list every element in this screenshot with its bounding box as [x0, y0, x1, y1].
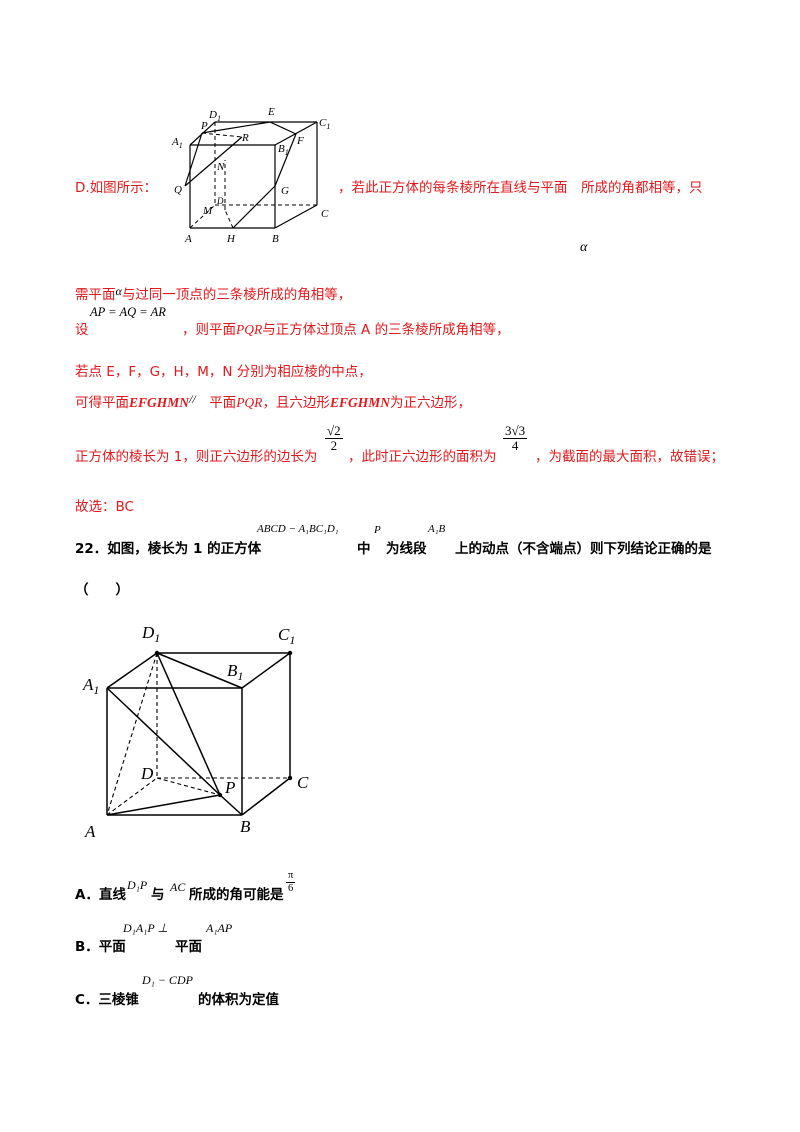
point-d1	[154, 650, 160, 656]
label-e: E	[267, 106, 275, 118]
label-c: C	[297, 773, 309, 792]
q22-mid: 中	[357, 541, 371, 557]
label-a1: A1	[82, 675, 99, 697]
label-g: G	[281, 185, 289, 197]
label-b1: B1	[227, 661, 243, 683]
option-c-f1: D₁ − CDP	[142, 973, 193, 987]
option-b: B．平面	[75, 939, 126, 955]
segment-pb	[219, 794, 243, 816]
label-m: M	[202, 205, 213, 217]
alpha-symbol: α	[580, 240, 588, 255]
option-a: A．直线	[75, 887, 126, 903]
label-c: C	[321, 208, 329, 220]
formula-ap-aq-ar: AP = AQ = AR	[90, 305, 166, 319]
hex-g-h	[232, 185, 276, 229]
label-h: H	[226, 233, 236, 245]
q22-tail: 上的动点（不含端点）则下列结论正确的是	[455, 541, 712, 557]
segment-ap	[106, 794, 221, 816]
hex-f-g	[274, 133, 297, 187]
point-p	[217, 792, 223, 798]
label-q: Q	[174, 184, 182, 196]
explain-line-3: 设	[75, 322, 89, 338]
option-a-t2: 所成的角可能是	[189, 887, 284, 903]
explain-line-6-pre: 正方体的棱长为 1，则正六边形的边长为	[75, 449, 318, 465]
explain-line-2: 需平面α与过同一顶点的三条棱所成的角相等，	[75, 284, 352, 303]
figure-cube-q22: D1 C1 A1 B1 D P C A B	[82, 623, 309, 841]
edge-d1b1	[156, 652, 243, 689]
label-f: F	[296, 135, 304, 147]
option-b-t1: 平面	[175, 939, 202, 955]
q22-text-start: 22．如图，棱长为 1 的正方体	[75, 541, 262, 557]
hex-e-pside	[201, 121, 271, 134]
label-a1: A1	[171, 136, 183, 150]
option-b-f1: D₁A₁P ⊥	[123, 921, 168, 935]
label-c1: C1	[319, 117, 330, 131]
explain-line-6-mid: ，此时正六边形的面积为	[348, 449, 497, 465]
frac-pi-over-6: π 6	[286, 870, 296, 894]
label-p: P	[224, 778, 235, 797]
label-d: D	[216, 196, 224, 206]
figure-cube-hexagon: D1 E C1 A1 P R B1 F N Q G D M C A H B	[171, 106, 330, 245]
answer-line: 故选：BC	[75, 499, 134, 515]
edge-ad-hidden	[189, 204, 216, 229]
option-c-t1: 的体积为定值	[198, 992, 279, 1008]
pqr-p-r-hidden	[201, 132, 243, 138]
option-c: C．三棱锥	[75, 992, 139, 1008]
label-a: A	[184, 233, 192, 245]
explain-line-6-post: ，为截面的最大面积，故错误；	[535, 449, 724, 465]
label-d1: D1	[208, 109, 221, 123]
label-r: R	[241, 132, 249, 144]
point-c1	[287, 650, 293, 656]
edge-a1d1	[106, 652, 158, 689]
label-b: B	[240, 817, 251, 836]
q22-paren: （ ）	[75, 582, 129, 598]
q22-segment: A₁B	[428, 523, 446, 535]
option-a-t1: 与	[151, 887, 165, 903]
q22-cube-name: ABCD − A₁BC₁D₁	[257, 523, 339, 535]
segment-d1p	[156, 652, 221, 796]
pqr-q-r	[184, 136, 243, 187]
edge-bc	[241, 777, 291, 816]
label-p: P	[200, 120, 208, 132]
label-n: N	[216, 161, 225, 173]
edge-b1c1	[241, 652, 291, 689]
q22-p: P	[374, 524, 381, 536]
edge-bc	[274, 204, 318, 229]
option-d-label: D.如图所示：	[75, 180, 158, 196]
option-d-text: ，若此正方体的每条棱所在直线与平面 所成的角都相等，只	[338, 180, 703, 196]
label-a: A	[84, 822, 96, 841]
option-b-f2: A₁AP	[206, 921, 233, 935]
label-d: D	[140, 764, 154, 783]
frac-sqrt2-over-2: √2 2	[325, 423, 343, 454]
option-a-f1: D₁P	[127, 878, 148, 892]
label-b: B	[272, 233, 279, 245]
edge-ad-hidden	[106, 777, 158, 816]
option-a-f2: AC	[170, 880, 186, 894]
segment-a1p	[106, 687, 221, 796]
label-d1: D1	[141, 623, 160, 645]
point-c	[287, 775, 293, 781]
hex-h-m-hidden	[224, 209, 234, 229]
pqr-p-q	[184, 132, 203, 187]
hex-e-f	[269, 121, 297, 135]
frac-3sqrt3-over-4: 3√3 4	[503, 423, 528, 454]
label-c1: C1	[278, 625, 295, 647]
explain-line-5: 可得平面EFGHMN// 平面PQR，且六边形EFGHMN为正六边形，	[75, 392, 471, 411]
segment-d1a-hidden	[106, 652, 158, 816]
segment-dp-hidden	[156, 777, 221, 796]
explain-line-4: 若点 E，F，G，H，M，N 分别为相应棱的中点，	[75, 364, 372, 380]
explain-line-3-cont: ，则平面PQR与正方体过顶点 A 的三条棱所成角相等，	[182, 322, 510, 338]
label-b1: B1	[278, 143, 289, 157]
q22-seg-text: 为线段	[386, 541, 427, 557]
